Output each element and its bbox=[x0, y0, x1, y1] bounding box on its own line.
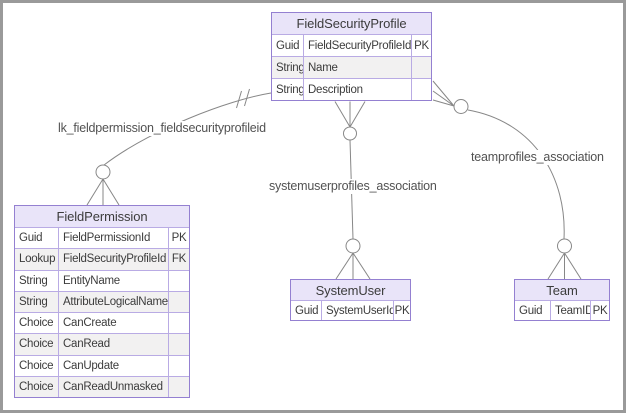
attribute-type-cell: String bbox=[272, 79, 303, 100]
zero-cardinality-circle bbox=[557, 238, 572, 254]
crow-foot-many bbox=[335, 252, 371, 280]
attribute-name-cell: AttributeLogicalName bbox=[59, 291, 168, 312]
attribute-name-cell: CanCreate bbox=[59, 313, 168, 334]
crow-foot-many bbox=[86, 178, 120, 206]
relationship-lk-fieldpermission-fieldsecurityprofileid bbox=[86, 88, 272, 206]
zero-cardinality-circle bbox=[343, 126, 357, 141]
attribute-type-cell: Choice bbox=[15, 376, 58, 397]
attribute-type-cell: String bbox=[15, 270, 58, 291]
attribute-key-cell bbox=[169, 334, 189, 355]
relationship-label-systemuserprofiles-association: systemuserprofiles_association bbox=[266, 179, 440, 194]
attribute-name-cell: EntityName bbox=[59, 270, 168, 291]
crow-foot-many bbox=[547, 252, 582, 280]
one-cardinality-tick bbox=[236, 90, 242, 109]
attribute-name-cell: Description bbox=[304, 79, 411, 100]
entity-title: FieldSecurityProfile bbox=[272, 13, 431, 34]
attribute-type-cell: Lookup bbox=[15, 249, 58, 270]
entity-title: FieldPermission bbox=[15, 206, 189, 227]
zero-cardinality-circle bbox=[345, 238, 361, 254]
attribute-key-cell bbox=[169, 313, 189, 334]
zero-cardinality-circle bbox=[95, 164, 111, 180]
relationship-label-teamprofiles-association: teamprofiles_association bbox=[468, 150, 607, 165]
attribute-name-cell: FieldPermissionId bbox=[59, 228, 168, 249]
attribute-key-cell bbox=[412, 79, 431, 100]
zero-cardinality-circle bbox=[453, 99, 469, 114]
attribute-key-cell: PK bbox=[412, 35, 431, 56]
attribute-key-cell: PK bbox=[394, 301, 410, 320]
attribute-name-cell: CanRead bbox=[59, 334, 168, 355]
attribute-type-cell: Guid bbox=[515, 301, 550, 320]
one-cardinality-tick bbox=[244, 88, 250, 107]
attribute-key-cell: PK bbox=[169, 228, 189, 249]
attribute-name-cell: CanReadUnmasked bbox=[59, 376, 168, 397]
attribute-name-cell: FieldSecurityProfileId bbox=[59, 249, 168, 270]
entity-title: Team bbox=[515, 280, 609, 300]
relationship-line bbox=[103, 92, 272, 166]
relationship-label-lk-fieldpermission-fieldsecurityprofileid: lk_fieldpermission_fieldsecurityprofilei… bbox=[55, 121, 269, 136]
attribute-name-cell: FieldSecurityProfileId bbox=[304, 35, 411, 56]
relationship-line bbox=[467, 109, 565, 240]
relationship-teamprofiles-association bbox=[432, 80, 582, 280]
relationship-systemuserprofiles-association bbox=[334, 101, 371, 280]
attribute-key-cell: PK bbox=[591, 301, 609, 320]
attribute-type-cell: Choice bbox=[15, 334, 58, 355]
attribute-key-cell: FK bbox=[169, 249, 189, 270]
attribute-name-cell: Name bbox=[304, 57, 411, 78]
attribute-type-cell: Choice bbox=[15, 355, 58, 376]
attribute-key-cell bbox=[412, 57, 431, 78]
attribute-type-cell: String bbox=[15, 291, 58, 312]
attribute-type-cell: String bbox=[272, 57, 303, 78]
attribute-type-cell: Guid bbox=[272, 35, 303, 56]
entity-title: SystemUser bbox=[291, 280, 410, 300]
attribute-key-cell bbox=[169, 270, 189, 291]
attribute-key-cell bbox=[169, 355, 189, 376]
attribute-name-cell: CanUpdate bbox=[59, 355, 168, 376]
attribute-name-cell: TeamID bbox=[551, 301, 590, 320]
crow-foot-many bbox=[432, 80, 455, 107]
crow-foot-many bbox=[334, 101, 366, 128]
attribute-key-cell bbox=[169, 376, 189, 397]
attribute-key-cell bbox=[169, 291, 189, 312]
attribute-type-cell: Choice bbox=[15, 313, 58, 334]
attribute-type-cell: Guid bbox=[15, 228, 58, 249]
attribute-type-cell: Guid bbox=[291, 301, 321, 320]
attribute-name-cell: SystemUserId bbox=[322, 301, 393, 320]
